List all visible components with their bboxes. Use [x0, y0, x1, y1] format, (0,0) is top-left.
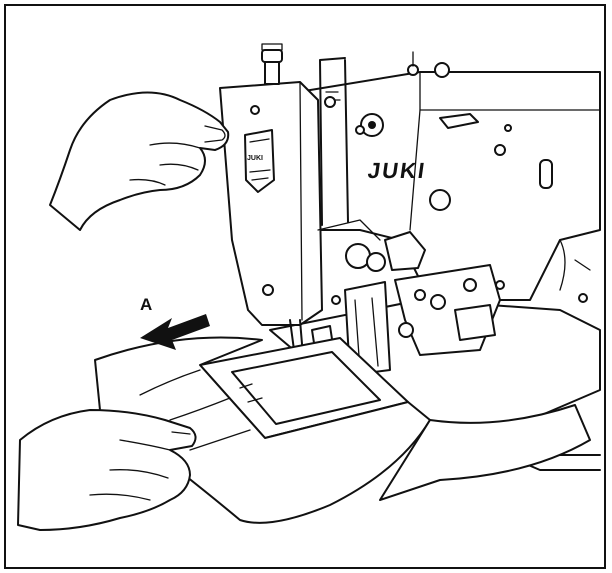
direction-arrow-a — [140, 314, 210, 350]
machine-arm — [279, 51, 601, 303]
callout-label-a: A — [140, 295, 152, 314]
lower-hand — [17, 409, 197, 531]
clamp-frame — [199, 337, 409, 439]
thread-mechanism — [317, 57, 505, 356]
brand-text: JUKI — [366, 158, 428, 183]
upper-hand — [49, 91, 230, 231]
machine-head: JUKI — [219, 43, 323, 326]
head-badge-text: JUKI — [247, 155, 263, 162]
